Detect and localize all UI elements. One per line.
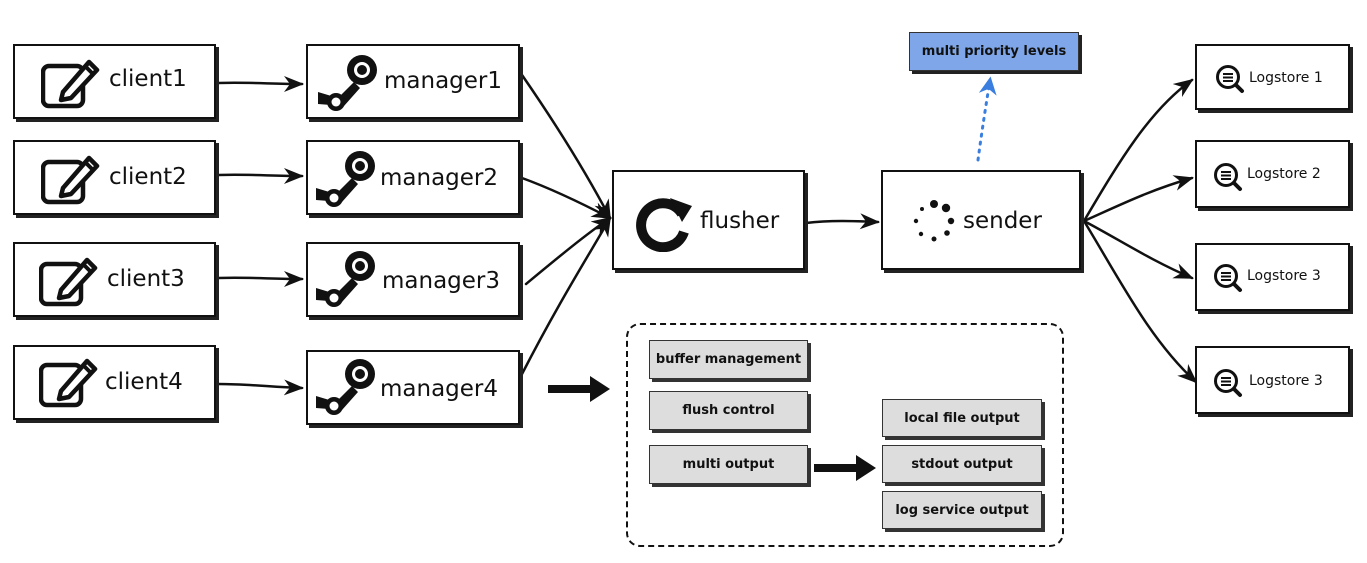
manager-node-3: manager3 bbox=[306, 242, 520, 317]
steam-icon bbox=[316, 151, 375, 207]
big-arrow-outputs bbox=[814, 455, 876, 481]
edge-sender-logstore4 bbox=[1082, 219, 1198, 384]
edit-icon bbox=[39, 257, 98, 307]
manager-label: manager1 bbox=[384, 68, 503, 94]
client-node-1: client1 bbox=[13, 44, 216, 119]
sender-label: sender bbox=[963, 208, 1042, 234]
log-service-output-box: log service output bbox=[882, 491, 1042, 529]
sender-node: sender bbox=[881, 170, 1081, 270]
logstore-label: Logstore 2 bbox=[1247, 166, 1321, 182]
manager-node-4: manager4 bbox=[306, 350, 520, 425]
edge-sender-logstore1 bbox=[1082, 78, 1194, 223]
edge-client4-manager4 bbox=[216, 379, 304, 396]
edit-icon bbox=[41, 59, 100, 109]
search-list-icon bbox=[1214, 264, 1242, 292]
client-node-4: client4 bbox=[13, 345, 216, 420]
manager-node-1: manager1 bbox=[306, 44, 520, 119]
edge-manager3-flusher bbox=[524, 216, 612, 286]
search-list-icon bbox=[1214, 369, 1242, 397]
manager-label: manager2 bbox=[380, 165, 499, 191]
search-list-icon bbox=[1216, 65, 1244, 93]
edge-sender-priority bbox=[976, 76, 997, 162]
edge-manager2-flusher bbox=[520, 176, 612, 220]
multi-output-box: multi output bbox=[649, 445, 808, 484]
edge-flusher-sender bbox=[804, 213, 880, 230]
flusher-detail-group bbox=[626, 323, 1064, 547]
client-label: client2 bbox=[109, 164, 187, 190]
edge-client1-manager1 bbox=[216, 75, 304, 92]
refresh-icon bbox=[636, 198, 692, 252]
flusher-label: flusher bbox=[700, 208, 780, 234]
client-label: client3 bbox=[107, 266, 185, 292]
client-node-2: client2 bbox=[13, 140, 216, 215]
manager-label: manager3 bbox=[382, 268, 501, 294]
search-list-icon bbox=[1214, 163, 1242, 191]
edge-sender-logstore2 bbox=[1082, 175, 1194, 223]
buffer-management-box: buffer management bbox=[649, 340, 808, 379]
client-label: client4 bbox=[105, 369, 183, 395]
edit-icon bbox=[41, 155, 100, 205]
logstore-node-3: Logstore 3 bbox=[1195, 243, 1350, 311]
logstore-label: Logstore 3 bbox=[1249, 373, 1323, 389]
logstore-node-4: Logstore 3 bbox=[1195, 346, 1350, 414]
logstore-node-2: Logstore 2 bbox=[1195, 140, 1350, 208]
edge-client3-manager3 bbox=[216, 270, 304, 287]
manager-label: manager4 bbox=[380, 376, 499, 402]
client-label: client1 bbox=[109, 66, 187, 92]
logstore-label: Logstore 1 bbox=[1249, 70, 1323, 86]
edge-manager4-flusher bbox=[520, 216, 612, 376]
manager-node-2: manager2 bbox=[306, 140, 520, 215]
steam-icon bbox=[318, 55, 377, 111]
local-file-output-box: local file output bbox=[882, 399, 1042, 437]
steam-icon bbox=[316, 359, 375, 415]
edge-sender-logstore3 bbox=[1082, 219, 1194, 280]
spinner-icon bbox=[913, 200, 955, 242]
logstore-label: Logstore 3 bbox=[1247, 268, 1321, 284]
flush-control-box: flush control bbox=[649, 391, 808, 430]
client-node-3: client3 bbox=[13, 242, 216, 317]
edge-client2-manager2 bbox=[216, 167, 304, 184]
edit-icon bbox=[39, 358, 98, 408]
big-arrow-detail bbox=[548, 376, 610, 402]
priority-levels-box: multi priority levels bbox=[909, 32, 1079, 71]
logstore-node-1: Logstore 1 bbox=[1195, 44, 1350, 110]
steam-icon bbox=[316, 251, 375, 307]
flusher-node: flusher bbox=[612, 170, 805, 270]
stdout-output-box: stdout output bbox=[882, 445, 1042, 483]
